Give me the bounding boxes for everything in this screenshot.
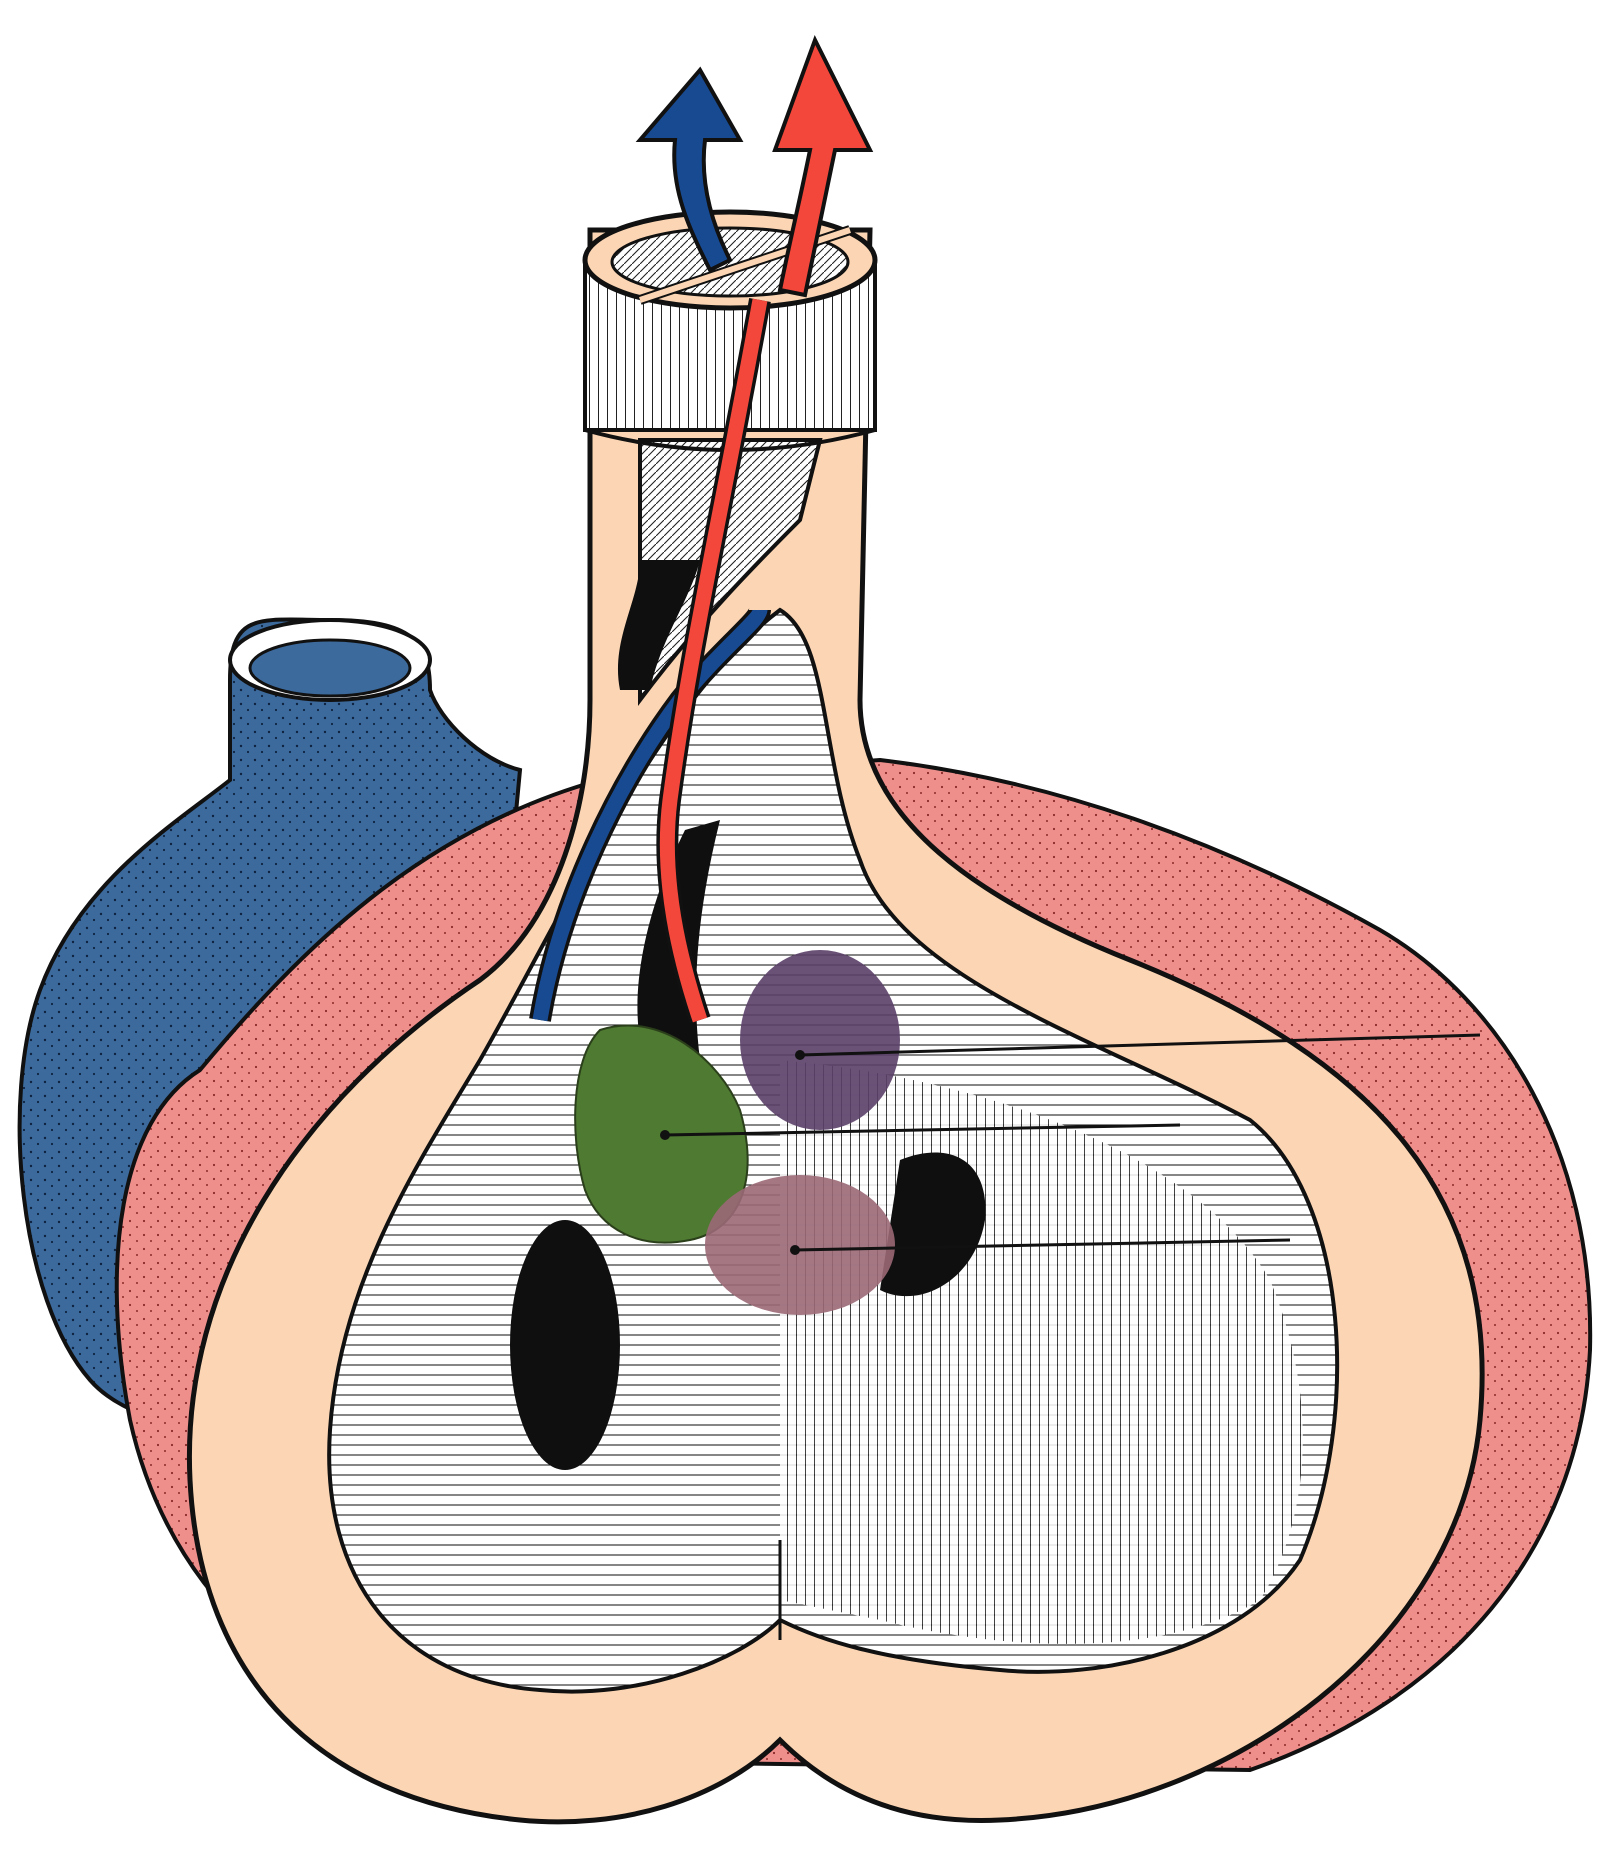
dark-oval: [510, 1220, 620, 1470]
purple-patch: [740, 950, 900, 1130]
mauve-patch: [705, 1175, 895, 1315]
